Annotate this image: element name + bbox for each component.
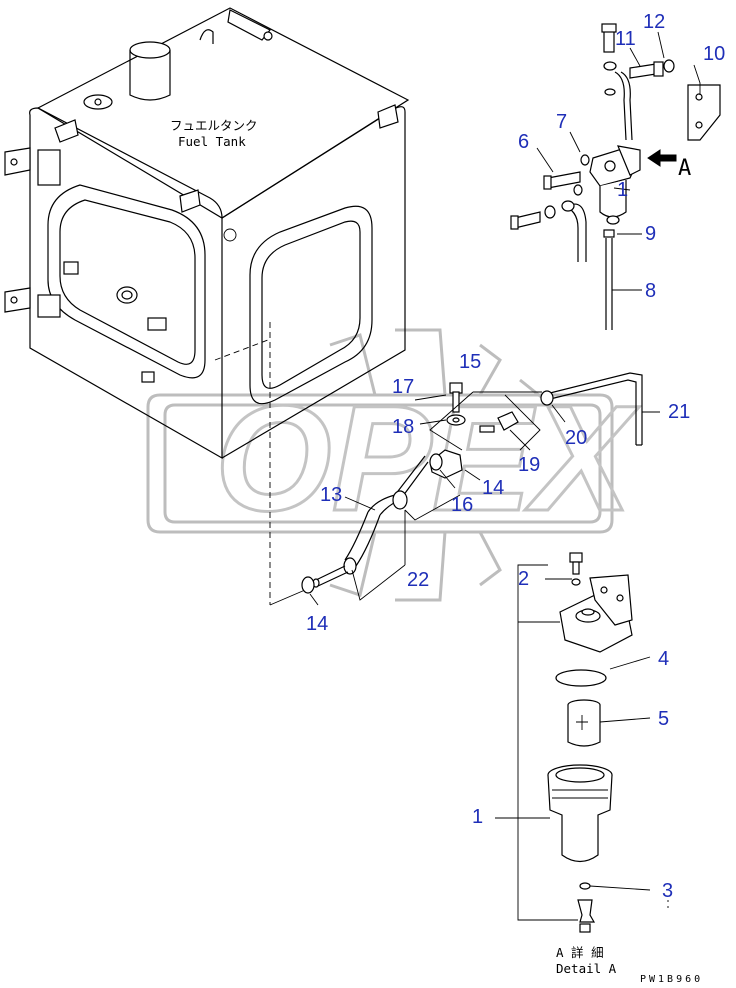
detail-label-jp: A 詳 細 [556,945,604,960]
callout-9: 9 [645,223,656,245]
tank-label-en: Fuel Tank [178,134,246,149]
callout-3: 3 [662,880,673,902]
watermark: OPEX [146,328,641,602]
callout-13: 13 [320,484,342,506]
callout-19: 19 [518,454,540,476]
fuel-tank: フュエルタンク Fuel Tank [4,7,410,606]
watermark-text: OPEX [215,374,640,542]
callout-7: 7 [556,111,567,133]
callout-15: 15 [459,351,481,373]
callout-12: 12 [643,11,665,33]
callout-11: 11 [615,28,636,50]
detail-a: A 詳 細 Detail A [547,552,633,976]
callout-18: 18 [392,416,414,438]
callout-4: 4 [658,648,669,670]
callout-8: 8 [645,280,656,302]
view-marker: A [678,156,691,181]
detail-label-en: Detail A [556,961,617,976]
leader-lines [309,31,701,921]
callout-5: 5 [658,708,669,730]
callout-6: 6 [518,131,529,153]
callout-10: 10 [703,43,725,65]
callout-22: 22 [407,569,429,591]
callout-1-detail: 1 [472,806,483,828]
callout-20: 20 [565,427,587,449]
callouts: 1 1 2 3 4 5 6 7 8 9 10 11 12 13 14 14 15… [306,11,725,902]
callout-21: 21 [668,401,690,423]
callout-17: 17 [392,376,414,398]
callout-14-lower: 14 [306,613,328,635]
filter-assembly: A [510,23,721,330]
callout-1-top: 1 [617,179,628,201]
fuel-line-assembly [301,372,643,594]
callout-16: 16 [451,494,473,516]
callout-14-upper: 14 [482,477,504,499]
tank-label-jp: フュエルタンク [170,118,258,133]
figure-code: PW1B960 [640,974,703,985]
callout-2: 2 [518,568,529,590]
